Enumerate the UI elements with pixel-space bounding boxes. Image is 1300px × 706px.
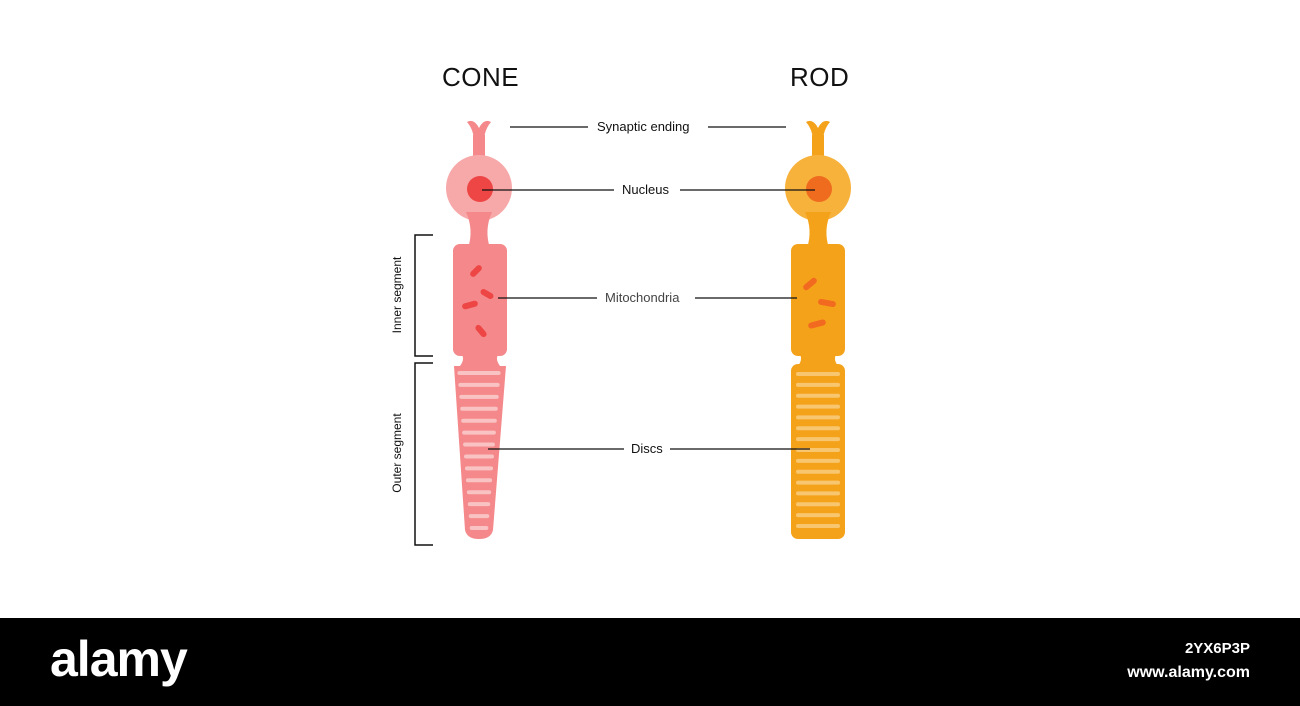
cone-disc (469, 526, 489, 530)
cone-mitochondrion (470, 265, 482, 277)
inner-segment-bracket (414, 234, 433, 357)
rod-connecting-cilium (798, 352, 838, 366)
mitochondria-label: Mitochondria (603, 290, 682, 305)
cone-connecting-cilium (460, 352, 500, 366)
cone-disc (468, 514, 490, 519)
nucleus-label: Nucleus (620, 182, 671, 197)
rod-stalk (812, 135, 824, 160)
image-id: 2YX6P3P (1184, 640, 1250, 657)
photoreceptor-diagram (414, 120, 851, 546)
cone-disc (467, 502, 491, 507)
rod-neck (805, 212, 831, 248)
rod-disc (796, 469, 840, 474)
cone-inner-segment (453, 244, 507, 356)
rod-disc (796, 404, 840, 409)
inner-segment-label: Inner segment (390, 256, 404, 334)
rod-mitochondrion (808, 319, 826, 329)
cone-disc (459, 394, 499, 399)
rod-inner-segment (791, 244, 845, 356)
cone-mitochondrion (462, 300, 478, 310)
rod-nucleus (806, 176, 832, 202)
cone-mitochondrion (480, 289, 494, 299)
discs-label: Discs (629, 441, 665, 456)
rod-disc (796, 393, 840, 398)
rod-cell (785, 120, 851, 539)
watermark-footer: alamy 2YX6P3P www.alamy.com (0, 618, 1300, 706)
cone-outer-segment (454, 366, 506, 539)
rod-disc (796, 437, 840, 442)
leader-lines (482, 126, 815, 450)
cone-cell (446, 120, 512, 539)
cone-stalk (473, 135, 485, 160)
cone-disc (457, 371, 501, 375)
cone-mitochondrion (475, 324, 487, 338)
rod-disc (796, 426, 840, 431)
cone-disc (464, 454, 494, 459)
rod-mitochondrion (818, 298, 836, 308)
rod-title: ROD (790, 62, 850, 92)
site-url: www.alamy.com (1127, 664, 1250, 681)
cone-neck (466, 212, 492, 248)
cone-disc (464, 466, 494, 471)
rod-disc (796, 513, 840, 518)
cone-disc (465, 478, 493, 483)
synaptic-ending-label: Synaptic ending (595, 119, 692, 134)
cone-disc (462, 430, 496, 435)
cone-disc (466, 490, 492, 495)
rod-disc (796, 382, 840, 387)
rod-synaptic-ending (806, 120, 830, 142)
segment-brackets (414, 234, 433, 546)
cone-synaptic-ending (467, 120, 491, 142)
rod-disc (796, 415, 840, 420)
rod-disc (796, 480, 840, 485)
cone-discs (457, 371, 501, 530)
outer-segment-label: Outer segment (390, 413, 404, 493)
outer-segment-bracket (414, 362, 433, 546)
cone-disc (463, 442, 495, 447)
cone-disc (460, 406, 498, 411)
cone-disc (461, 418, 497, 423)
rod-mitochondrion (803, 277, 817, 291)
cone-nucleus (467, 176, 493, 202)
brand-logo: alamy (50, 631, 188, 687)
rod-disc (796, 502, 840, 507)
cone-title: CONE (442, 62, 520, 92)
diagram-canvas: CONE ROD Synaptic ending Nucleus Mitocho… (390, 62, 851, 546)
cone-disc (458, 382, 500, 387)
rod-discs (796, 372, 840, 528)
rod-disc (796, 524, 840, 528)
rod-disc (796, 458, 840, 463)
rod-disc (796, 372, 840, 376)
rod-disc (796, 491, 840, 496)
